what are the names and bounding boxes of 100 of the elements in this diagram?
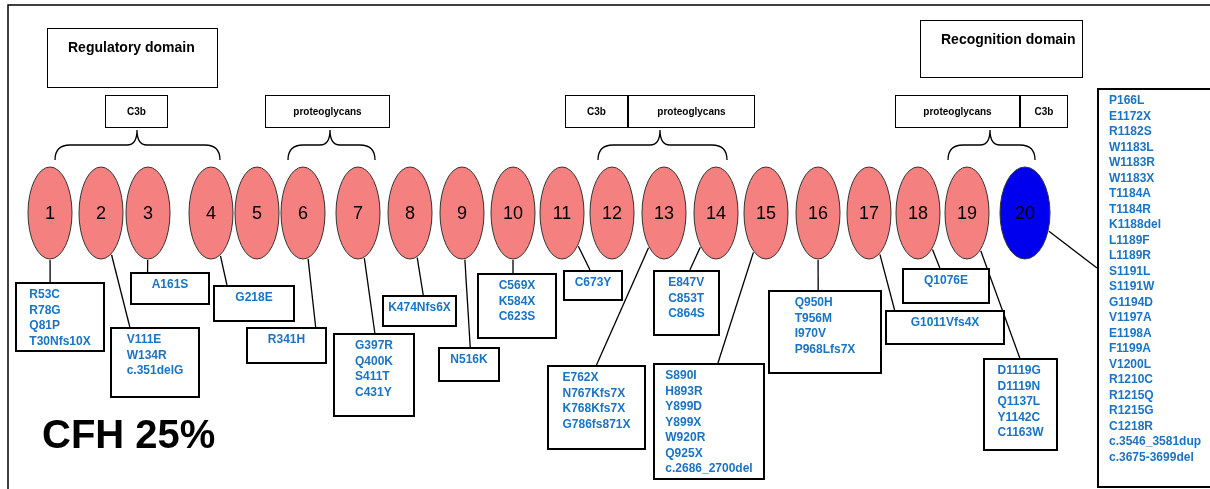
domain-number: 15 [755,202,777,224]
binding-site-box: proteoglycans [895,95,1020,128]
leader-line [879,253,896,311]
domain-number: 13 [653,202,675,224]
mutation-box [902,268,990,304]
mutation-label: c.3546_3581dup [1109,434,1202,450]
domain-number: 19 [956,202,978,224]
domain-label-box: Regulatory domain [47,28,218,88]
mutation-label: F1199A [1109,341,1152,357]
mutation-label: Y899D [665,399,702,415]
mutation-label: E847V [668,275,705,291]
mutation-label: c.351delG [126,363,184,379]
binding-site-box: C3b [105,95,168,128]
mutation-label: K1188del [1109,217,1162,233]
mutation-label: L1189R [1109,248,1152,264]
mutation-label: S1191L [1109,263,1151,279]
mutation-label: S890I [665,368,697,384]
mutation-label: R1215Q [1109,387,1154,403]
leader-line [464,259,471,348]
mutation-box [653,363,765,480]
mutation-box [438,347,500,382]
domain-number: 14 [705,202,727,224]
mutation-label: T1184R [1109,201,1152,217]
domain-number: 17 [858,202,880,224]
leader-line [980,250,1021,359]
domain-number: 7 [352,202,364,224]
mutation-label: C673Y [574,275,612,291]
mutation-label: W1183R [1109,155,1156,171]
domain-oval [846,166,892,260]
mutation-label: R1210C [1109,372,1154,388]
domain-oval [27,166,73,260]
domain-label-box: Recognition domain [920,20,1083,78]
domain-oval [188,166,234,260]
mutation-label: N516K [450,352,488,368]
leader-line [1048,230,1098,269]
leader-line [49,259,51,283]
leader-line [717,251,755,364]
mutation-box [477,273,557,339]
mutation-label: G786fs871X [562,416,631,432]
domain-number: 11 [551,202,573,224]
mutation-label: E1172X [1109,108,1152,124]
domain-oval [234,166,280,260]
domain-oval [895,166,941,260]
mutation-label: R1215G [1109,403,1154,419]
mutation-label: S1191W [1109,279,1155,295]
mutation-label: Q950H [794,295,833,311]
domain-oval [539,166,585,260]
domain-number: 5 [251,202,263,224]
domain-number: 12 [601,202,623,224]
mutation-box [563,270,623,301]
domain-oval [589,166,635,260]
domain-oval [693,166,739,260]
leader-line [416,257,424,296]
mutation-label: W920R [665,430,706,446]
mutation-label: G218E [235,290,273,306]
mutation-label: G397R [355,338,393,354]
mutation-label: G1194D [1109,294,1154,310]
mutation-label: Q925X [665,445,703,461]
mutation-label: c.3675-3699del [1109,449,1194,465]
mutation-label: D1119N [997,378,1041,394]
mutation-label: E762X [562,370,599,386]
mutation-label: C623S [498,309,536,325]
mutation-label: c.2686_2700del [665,461,753,477]
leader-line [931,248,941,269]
mutation-label: T956M [794,310,832,326]
mutation-label: N767Kfs7X [562,385,626,401]
mutation-label: C853T [668,290,705,306]
domain-oval [439,166,485,260]
mutation-box [15,282,105,352]
mutation-label: K474Nfs6X [388,300,451,316]
binding-site-box: proteoglycans [265,95,390,128]
domain-number: 8 [404,202,416,224]
domain-number: 16 [807,202,829,224]
domain-oval [641,166,687,260]
leader-line [307,258,317,328]
mutation-label: I970V [794,326,826,342]
gene-label: CFH 25% [42,412,216,457]
mutation-label: Q400K [355,353,393,369]
leader-line [512,259,514,274]
leader-line [363,257,376,334]
domain-number: 3 [142,202,154,224]
mutation-box [1097,88,1210,488]
mutation-label: E1198A [1109,325,1152,341]
mutation-box [547,365,646,450]
mutation-label: Y1142C [997,409,1041,425]
mutation-label: L1189F [1109,232,1150,248]
mutation-label: W1183L [1109,139,1154,155]
mutation-label: V111E [126,332,162,348]
mutation-box [653,270,720,336]
mutation-box [246,327,327,364]
mutation-box [382,295,457,327]
domain-oval [125,166,171,260]
leader-line [595,247,650,366]
mutation-label: A161S [151,277,189,293]
mutation-label: R78G [29,302,61,318]
domain-number: 10 [502,202,524,224]
mutation-label: R341H [267,332,306,348]
mutation-label: R53C [29,287,60,303]
mutation-label: K768Kfs7X [562,401,626,417]
domain-oval [795,166,841,260]
